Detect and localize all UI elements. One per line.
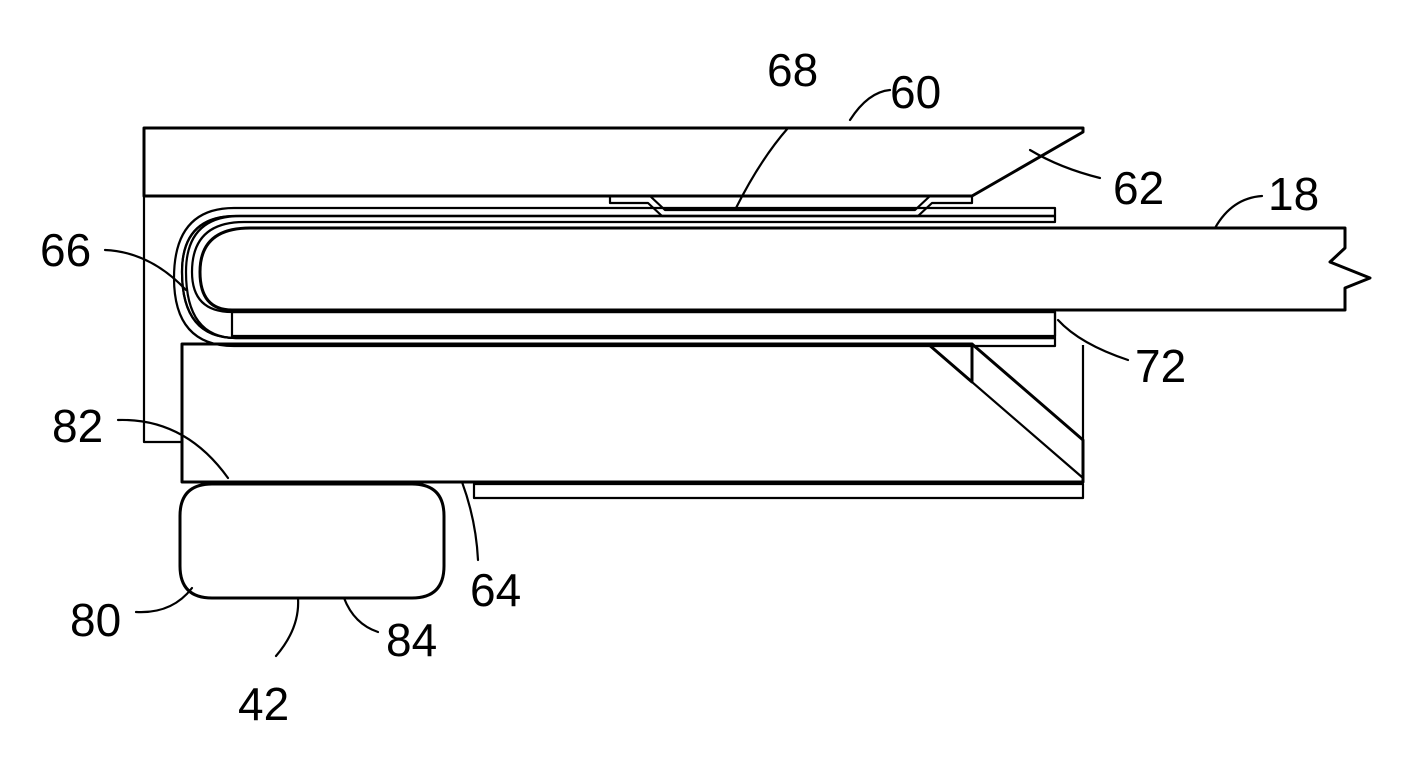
leader-82 [118,420,228,478]
leader-72 [1058,320,1128,360]
circuit-board-18 [200,228,1370,310]
ref-62: 62 [1113,162,1164,214]
reference-numerals: 68 60 62 18 66 72 82 64 80 84 42 [40,44,1319,730]
ref-68: 68 [767,44,818,96]
ref-60: 60 [890,66,941,118]
lower-layer-72 [232,312,1055,336]
ref-80: 80 [70,594,121,646]
contact-strip-68 [610,196,972,216]
ref-42: 42 [238,678,289,730]
leader-62 [1030,150,1100,178]
leader-18 [1215,196,1262,228]
leader-42 [276,598,298,656]
inner-layer [186,216,1055,338]
ref-66: 66 [40,224,91,276]
top-member-60 [144,128,1083,196]
leader-lines [105,90,1262,656]
leader-64 [462,482,478,560]
housing-frame [144,128,1083,442]
ref-18: 18 [1268,168,1319,220]
leader-60 [850,90,890,120]
bottom-strip [474,484,1083,498]
ref-64: 64 [470,564,521,616]
ref-84: 84 [386,614,437,666]
pad-80 [180,484,444,598]
leader-84 [344,598,378,632]
lower-member-64 [182,344,1083,482]
leader-80 [136,588,192,612]
ref-72: 72 [1135,340,1186,392]
ref-82: 82 [52,400,103,452]
